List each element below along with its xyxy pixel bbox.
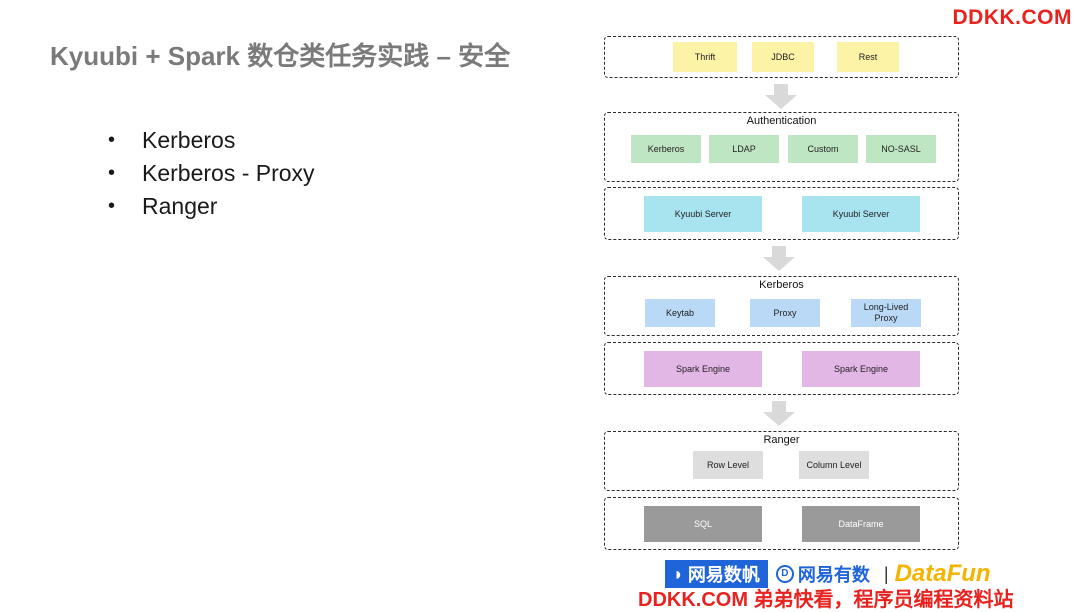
bullet-list: • Kerberos • Kerberos - Proxy • Ranger — [108, 124, 315, 223]
down-arrow-icon — [765, 84, 797, 109]
kerberos-title: Kerberos — [759, 279, 804, 291]
youshu-mark-icon: D — [775, 565, 794, 583]
watermark-top: DDKK.COM — [952, 6, 1072, 29]
logo1-text: 网易数帆 — [687, 565, 760, 585]
kerberos-long-lived-proxy: Long-Lived Proxy — [851, 299, 921, 327]
ranger-title: Ranger — [763, 434, 800, 446]
spark-engine-2: Spark Engine — [802, 351, 920, 387]
ranger-row-level: Row Level — [693, 451, 763, 479]
auth-kerberos: Kerberos — [631, 135, 701, 163]
protocol-layer: Thrift JDBC Rest — [604, 36, 959, 78]
bullet-item: • Ranger — [108, 190, 315, 223]
bullet-dot-icon: • — [108, 129, 116, 151]
authentication-title: Authentication — [746, 115, 817, 127]
auth-ldap: LDAP — [709, 135, 779, 163]
shufan-mark-icon: ◗ — [673, 563, 684, 584]
engine-layer: Spark Engine Spark Engine — [604, 342, 959, 395]
ranger-column-level: Column Level — [799, 451, 869, 479]
netease-shufan-logo: ◗ 网易数帆 — [665, 560, 768, 588]
bullet-item: • Kerberos - Proxy — [108, 157, 315, 190]
footer-logos: ◗ 网易数帆 D 网易有数 | DataFun — [665, 560, 991, 588]
protocol-rest: Rest — [837, 42, 899, 72]
bullet-text: Ranger — [142, 193, 218, 219]
kerberos-proxy: Proxy — [750, 299, 820, 327]
interface-dataframe: DataFrame — [802, 506, 920, 542]
netease-youshu-logo: D 网易有数 — [768, 561, 878, 587]
datafun-logo: DataFun — [894, 560, 991, 587]
bullet-text: Kerberos — [142, 127, 236, 153]
down-arrow-icon — [763, 246, 795, 271]
bullet-dot-icon: • — [108, 162, 116, 184]
ranger-layer: Ranger Row Level Column Level — [604, 431, 959, 491]
auth-no-sasl: NO-SASL — [866, 135, 936, 163]
kyuubi-server-2: Kyuubi Server — [802, 196, 920, 232]
server-layer: Kyuubi Server Kyuubi Server — [604, 187, 959, 240]
kerberos-layer: Kerberos Keytab Proxy Long-Lived Proxy — [604, 276, 959, 336]
bullet-text: Kerberos - Proxy — [142, 160, 315, 186]
kyuubi-server-1: Kyuubi Server — [644, 196, 762, 232]
logo2-text: 网易有数 — [797, 565, 870, 585]
protocol-thrift: Thrift — [673, 42, 737, 72]
authentication-layer: Authentication Kerberos LDAP Custom NO-S… — [604, 112, 959, 182]
bullet-item: • Kerberos — [108, 124, 315, 157]
slide-title: Kyuubi + Spark 数仓类任务实践 – 安全 — [50, 41, 511, 71]
watermark-bottom: DDKK.COM 弟弟快看，程序员编程资料站 — [638, 589, 1014, 611]
down-arrow-icon — [763, 401, 795, 426]
auth-custom: Custom — [788, 135, 858, 163]
logo-separator: | — [883, 563, 889, 584]
spark-engine-1: Spark Engine — [644, 351, 762, 387]
interface-sql: SQL — [644, 506, 762, 542]
kerberos-keytab: Keytab — [645, 299, 715, 327]
bullet-dot-icon: • — [108, 195, 116, 217]
protocol-jdbc: JDBC — [752, 42, 814, 72]
interface-layer: SQL DataFrame — [604, 497, 959, 550]
